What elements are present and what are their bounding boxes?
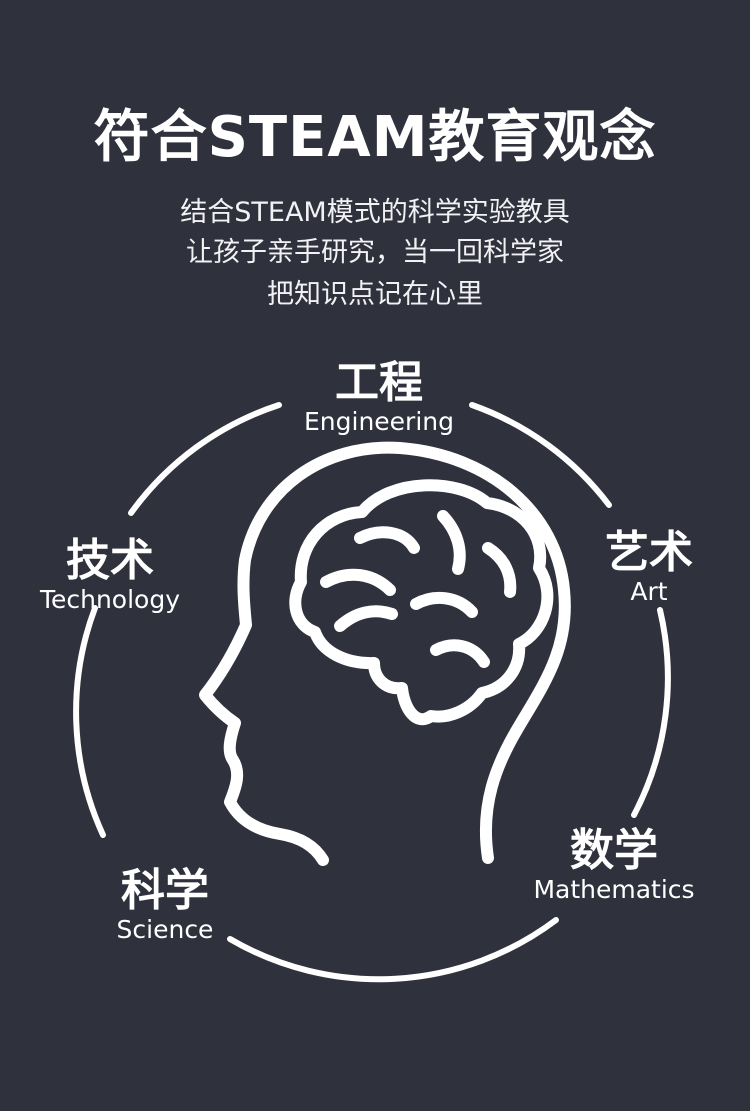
label-mathematics: 数学 Mathematics [514, 826, 714, 904]
label-technology-en: Technology [39, 585, 181, 614]
label-science-en: Science [116, 915, 214, 944]
label-science-zh: 科学 [121, 865, 209, 916]
label-art-en: Art [630, 577, 668, 606]
label-art-zh: 艺术 [605, 527, 693, 578]
subtitle-line-3: 把知识点记在心里 [267, 279, 483, 310]
label-engineering: 工程 Engineering [279, 358, 479, 436]
label-engineering-zh: 工程 [335, 357, 423, 408]
label-engineering-en: Engineering [304, 407, 454, 436]
label-art: 艺术 Art [584, 528, 714, 606]
subtitle-line-2: 让孩子亲手研究，当一回科学家 [186, 237, 564, 268]
label-technology-zh: 技术 [66, 535, 154, 586]
label-technology: 技术 Technology [20, 536, 200, 614]
label-mathematics-zh: 数学 [570, 825, 658, 876]
label-mathematics-en: Mathematics [533, 875, 695, 904]
label-science: 科学 Science [104, 866, 226, 944]
subtitle-line-1: 结合STEAM模式的科学实验教具 [180, 197, 570, 228]
page-title: 符合STEAM教育观念 [93, 105, 657, 170]
